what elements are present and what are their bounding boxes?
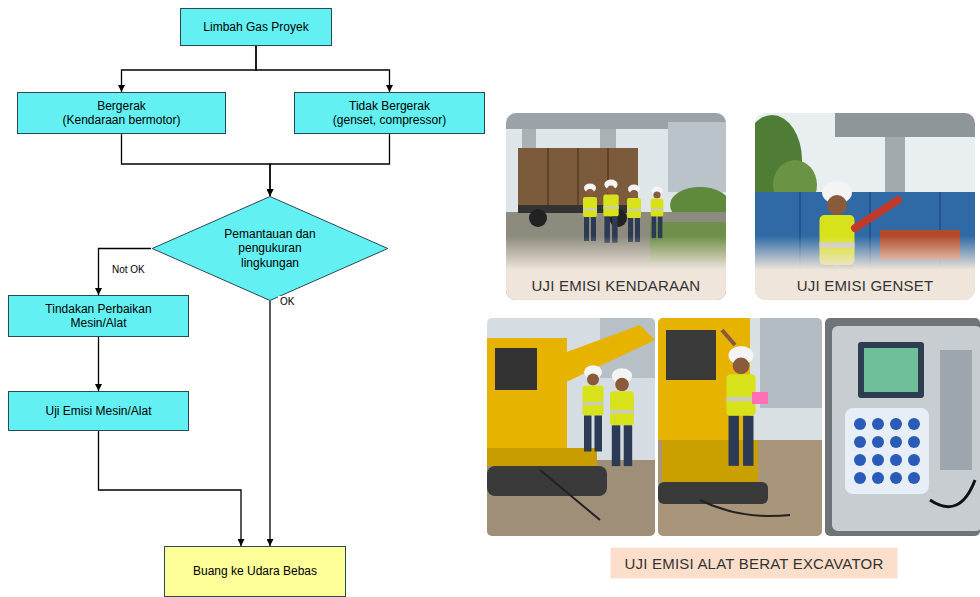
excavator-photo xyxy=(666,330,716,380)
node-text: Tidak Bergerak xyxy=(349,99,430,113)
genset-photo xyxy=(755,270,975,300)
genset-photo xyxy=(755,192,975,272)
emission-analyzer-photo xyxy=(854,436,866,448)
emission-analyzer-photo xyxy=(872,472,884,484)
excavator-photo xyxy=(487,318,655,536)
emission-analyzer-photo xyxy=(872,418,884,430)
emission-analyzer-photo xyxy=(854,418,920,484)
excavator-photo xyxy=(487,460,655,536)
emission-analyzer-photo xyxy=(908,454,920,466)
node-text: Bergerak xyxy=(97,99,146,113)
edge-label: OK xyxy=(278,296,296,307)
truck-photo xyxy=(668,122,726,192)
excavator-photo xyxy=(487,338,567,448)
node-text: Limbah Gas Proyek xyxy=(203,20,308,34)
excavator-photo xyxy=(583,365,604,451)
emission-analyzer-photo xyxy=(872,436,884,448)
truck-photo xyxy=(577,148,579,206)
excavator-photo xyxy=(658,440,822,536)
excavator-photo xyxy=(610,368,634,466)
genset-photo xyxy=(855,200,898,228)
truck-photo xyxy=(506,270,726,300)
process-box: Uji Emisi Mesin/Alat xyxy=(8,391,189,431)
emission-analyzer-photo xyxy=(854,454,866,466)
connector xyxy=(99,431,242,546)
node-text: (genset, compressor) xyxy=(333,113,446,127)
excavator-photo xyxy=(752,392,768,404)
truck-photo xyxy=(603,180,618,243)
truck-photo xyxy=(506,113,726,300)
truck-photo xyxy=(529,209,547,227)
emission-analyzer-photo xyxy=(890,436,902,448)
excavator-photo xyxy=(487,318,655,536)
emission-analyzer-photo xyxy=(858,342,924,398)
excavator-photo xyxy=(726,346,755,466)
truck-photo xyxy=(651,186,664,238)
excavator-photo xyxy=(700,500,790,516)
process-box: Tidak Bergerak(genset, compressor) xyxy=(294,92,485,134)
emission-analyzer-photo xyxy=(825,318,980,536)
excavator-photo xyxy=(487,448,597,466)
edge-label: Not OK xyxy=(110,264,147,275)
excavator-photo xyxy=(658,318,822,536)
photo-caption: UJI EMISI ALAT BERAT EXCAVATOR xyxy=(611,548,898,579)
emission-analyzer-photo xyxy=(908,472,920,484)
node-text: Buang ke Udara Bebas xyxy=(193,564,317,578)
excavator-photo xyxy=(760,318,822,408)
emission-analyzer-photo xyxy=(854,418,866,430)
genset-photo xyxy=(755,236,975,270)
photo-caption: UJI EMISI GENSET xyxy=(797,277,934,294)
decision-diamond: Pemantauan dan pengukuran lingkungan xyxy=(151,196,389,301)
emission-analyzer-photo xyxy=(930,480,975,507)
connector xyxy=(269,301,270,546)
excavator-photo xyxy=(487,466,607,496)
diamond-outline xyxy=(152,197,388,301)
excavator-photo xyxy=(658,318,822,536)
connector xyxy=(122,134,271,196)
process-box: Limbah Gas Proyek xyxy=(180,8,332,46)
connector xyxy=(98,337,99,391)
emission-analyzer-photo xyxy=(940,350,972,470)
truck-photo xyxy=(547,148,549,206)
process-box: Bergerak(Kendaraan bermotor) xyxy=(17,92,226,134)
node-text: (Kendaraan bermotor) xyxy=(62,113,180,127)
photo-caption: UJI EMISI KENDARAAN xyxy=(532,277,701,294)
node-text: Uji Emisi Mesin/Alat xyxy=(45,404,151,418)
connector xyxy=(99,249,152,296)
connector xyxy=(256,46,390,92)
emission-analyzer-photo xyxy=(890,472,902,484)
genset-photo xyxy=(835,113,975,137)
node-text: Pemantauan dan pengukuran lingkungan xyxy=(223,227,318,270)
excavator-photo xyxy=(722,330,735,345)
emission-analyzer-photo xyxy=(872,454,884,466)
process-box: Tindakan Perbaikan Mesin/Alat xyxy=(8,295,189,337)
emission-analyzer-photo xyxy=(890,454,902,466)
truck-photo xyxy=(627,185,641,243)
emission-analyzer-photo xyxy=(908,436,920,448)
emission-analyzer-photo xyxy=(890,418,902,430)
connector xyxy=(270,134,390,196)
excavator-photo xyxy=(658,482,768,504)
emission-analyzer-photo xyxy=(864,348,918,392)
genset-photo xyxy=(755,113,975,300)
connector xyxy=(122,46,257,92)
genset-photo xyxy=(885,137,905,197)
excavator-photo xyxy=(540,470,600,520)
emission-analyzer-photo xyxy=(854,472,866,484)
truck-photo xyxy=(506,236,726,270)
emission-analyzer-photo xyxy=(845,408,929,494)
emission-analyzer-photo xyxy=(908,418,920,430)
truck-photo xyxy=(518,148,638,206)
excavator-photo xyxy=(495,348,537,390)
node-text: Tindakan Perbaikan Mesin/Alat xyxy=(36,302,161,331)
emission-analyzer-photo xyxy=(832,326,980,531)
terminal-box: Buang ke Udara Bebas xyxy=(164,546,346,597)
truck-photo xyxy=(583,184,597,242)
